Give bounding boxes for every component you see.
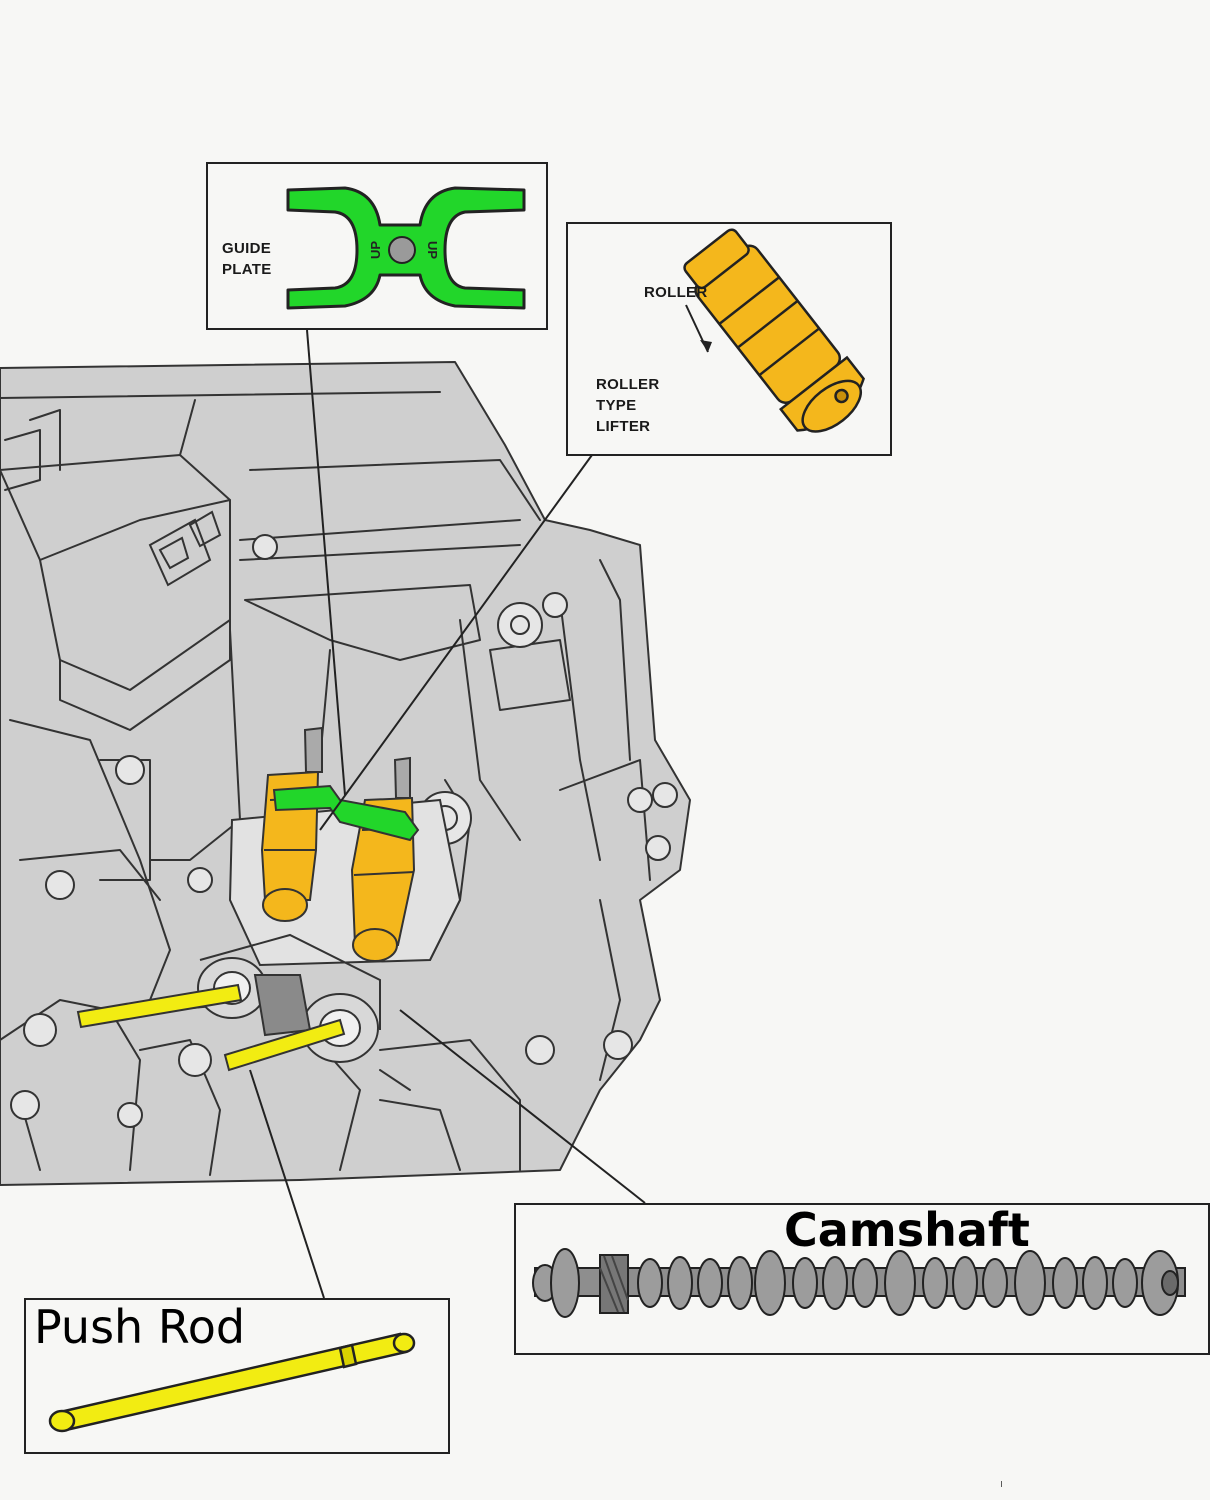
engine-block-illustration bbox=[0, 361, 691, 1186]
camshaft-leader bbox=[399, 1009, 646, 1204]
pushrod-leader bbox=[249, 1069, 325, 1299]
camshaft-label: Camshaft bbox=[784, 1203, 1030, 1257]
guide-plate-up-mark: UP bbox=[368, 241, 383, 259]
roller-label: ROLLER bbox=[644, 284, 708, 301]
guide-plate-up-mark: UP bbox=[425, 241, 440, 259]
guide-plate-label: GUIDE PLATE bbox=[222, 240, 272, 278]
guide-plate-leader bbox=[306, 329, 346, 796]
leader-lines bbox=[249, 329, 646, 1299]
camshaft-callout bbox=[514, 1203, 1210, 1355]
guide-plate-illustration: UP UP bbox=[286, 186, 526, 310]
guide-plate-callout bbox=[206, 162, 548, 330]
roller-lifter-illustration bbox=[683, 228, 865, 433]
push-rod-callout bbox=[24, 1298, 450, 1454]
page-mark: ı bbox=[1000, 1478, 1004, 1490]
roller-lifter-callout bbox=[566, 222, 892, 456]
roller-type-lifter-label: ROLLER TYPE LIFTER bbox=[596, 376, 660, 435]
push-rod-label: Push Rod bbox=[34, 1300, 246, 1354]
camshaft-illustration bbox=[532, 1248, 1186, 1318]
push-rod-illustration bbox=[48, 1332, 416, 1433]
lifter-leader bbox=[319, 454, 593, 831]
